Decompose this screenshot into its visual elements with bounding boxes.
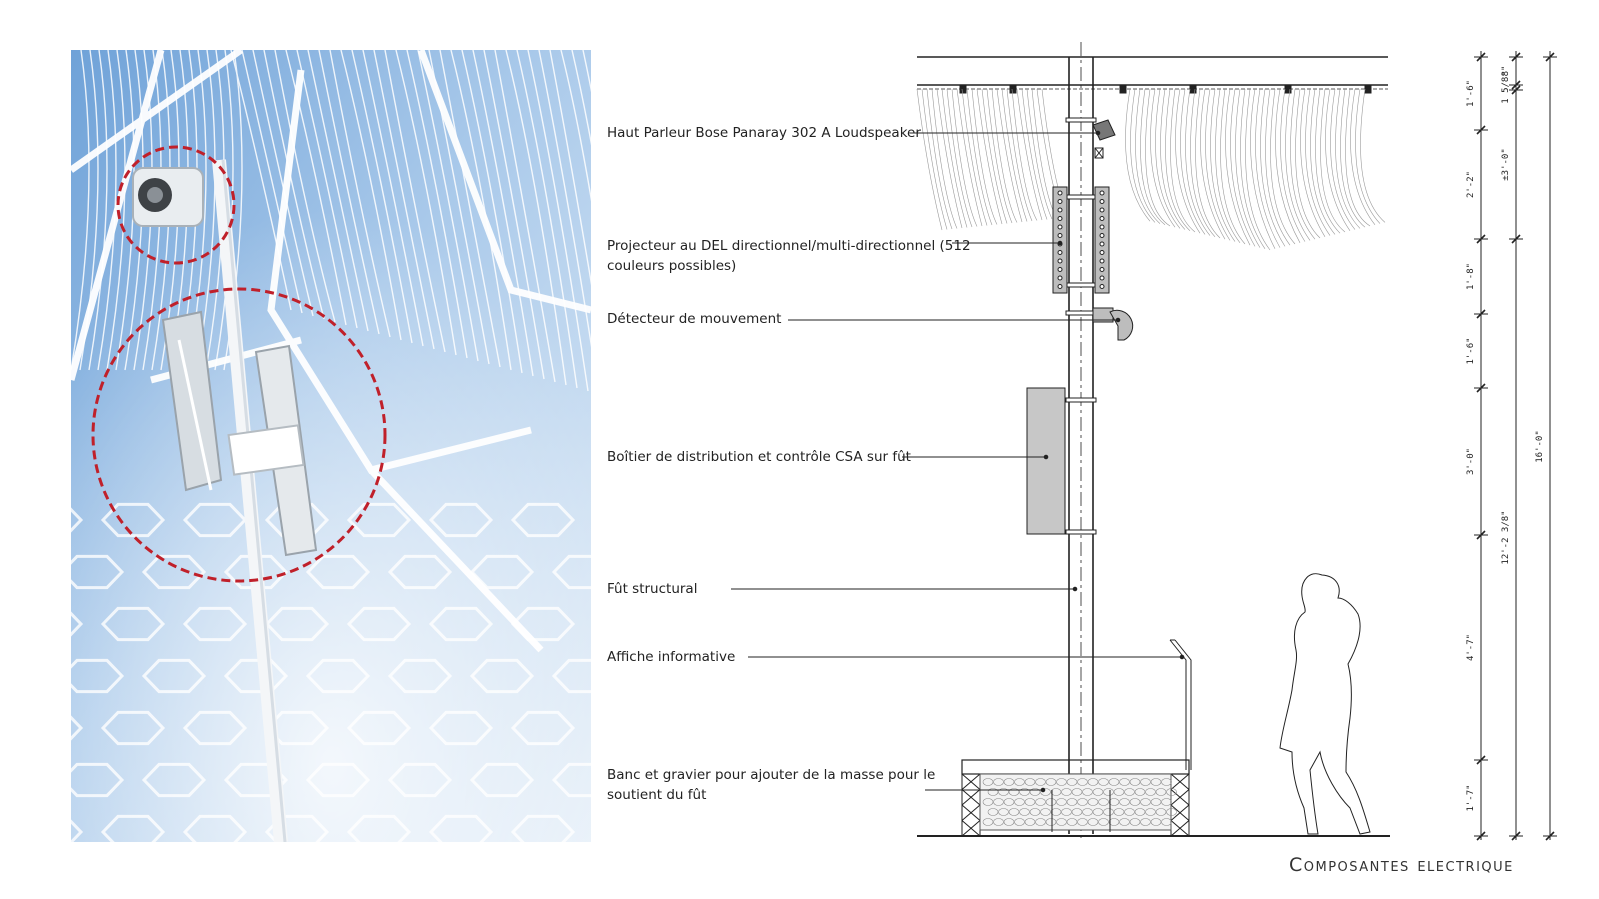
callout-bench-line2: soutient du fût <box>607 787 707 803</box>
dimension-col2-3: 12'-2 3/8" <box>1501 510 1511 564</box>
dimension-col3-0: 16'-0" <box>1535 430 1545 463</box>
callout-distribution-box: Boîtier de distribution et contrôle CSA … <box>607 449 911 465</box>
callout-sign: Affiche informative <box>607 649 736 665</box>
projector-symbol <box>1052 186 1110 294</box>
dimension-col1-5: 4'-7" <box>1466 634 1476 661</box>
projector-highlight-circle <box>91 287 387 583</box>
information-sign-symbol <box>1169 639 1192 770</box>
callout-bench-line1: Banc et gravier pour ajouter de la masse… <box>607 767 936 783</box>
dimension-col1-6: 1'-7" <box>1466 784 1476 811</box>
speaker-highlight-circle <box>116 145 236 265</box>
speaker-symbol <box>1092 119 1116 159</box>
callout-speaker: Haut Parleur Bose Panaray 302 A Loudspea… <box>607 125 921 141</box>
callout-motion-detector: Détecteur de mouvement <box>607 311 782 327</box>
bench-symbol <box>961 759 1190 837</box>
render-photo-art <box>71 50 591 842</box>
dimension-col1-3: 1'-6" <box>1466 337 1476 364</box>
page-title: Composantes electrique <box>1289 854 1514 876</box>
speaker-closeup <box>132 167 204 227</box>
box-closeup <box>227 344 318 557</box>
dimension-col1-2: 1'-8" <box>1466 263 1476 290</box>
callout-projector-line2: couleurs possibles) <box>607 258 737 274</box>
callout-pole: Fût structural <box>607 581 698 597</box>
dimension-col1-0: 1'-6" <box>1466 80 1476 107</box>
callout-projector-line1: Projecteur au DEL directionnel/multi-dir… <box>607 238 971 254</box>
projector-closeup <box>161 310 223 492</box>
dimension-col1-1: 2'-2" <box>1466 171 1476 198</box>
dimension-col2-2: ±3'-0" <box>1501 148 1511 181</box>
render-photo <box>71 50 591 842</box>
dimension-col1-4: 3'-0" <box>1466 448 1476 475</box>
human-silhouette <box>1279 573 1371 835</box>
motion-detector-symbol <box>1092 307 1134 341</box>
dimension-col2-0: 8" <box>1501 66 1511 77</box>
distribution-box-symbol <box>1026 387 1066 535</box>
dimension-col2-1: 1 5/8" <box>1501 71 1511 104</box>
